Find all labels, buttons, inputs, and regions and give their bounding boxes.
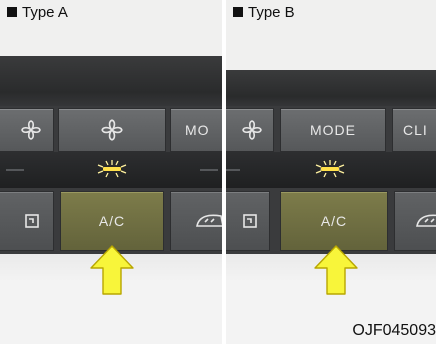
- climate-button-label: CLI: [403, 122, 428, 138]
- type-b-text: Type B: [248, 4, 295, 21]
- recirculation-icon: [239, 210, 261, 232]
- indicator-light-icon: [92, 159, 132, 179]
- recirculation-button-partial[interactable]: [0, 191, 54, 251]
- square-bullet-icon: [233, 7, 243, 17]
- type-b-label: Type B: [233, 4, 295, 21]
- recirculation-button-partial[interactable]: [226, 191, 270, 251]
- recirculation-icon: [21, 210, 43, 232]
- panel-type-a: MO: [0, 0, 222, 344]
- button-row-bottom: A/C: [0, 188, 222, 254]
- button-row-bottom: A/C: [226, 188, 436, 254]
- mode-button-partial[interactable]: MO: [170, 108, 222, 152]
- ac-button-label: A/C: [98, 213, 126, 229]
- fan-icon: [20, 119, 42, 141]
- indicator-strip: [226, 152, 436, 188]
- fan-icon: [100, 118, 124, 142]
- mode-button-label: MO: [185, 122, 210, 138]
- square-bullet-icon: [7, 7, 17, 17]
- type-a-text: Type A: [22, 4, 68, 21]
- indicator-light-icon: [310, 159, 350, 179]
- panel-divider: [222, 0, 226, 344]
- console-top: [226, 70, 436, 108]
- indicator-dash: [200, 169, 218, 171]
- arrow-up-icon: [313, 244, 359, 296]
- arrow-up-icon: [89, 244, 135, 296]
- fan-button-partial[interactable]: [0, 108, 54, 152]
- defrost-icon: [413, 210, 436, 232]
- defrost-icon: [193, 210, 222, 232]
- fan-speed-button[interactable]: [58, 108, 166, 152]
- ac-button[interactable]: A/C: [60, 191, 164, 251]
- button-row-top: MO: [0, 106, 222, 152]
- defrost-button-partial[interactable]: [394, 191, 436, 251]
- indicator-dash: [6, 169, 24, 171]
- fan-icon: [241, 119, 263, 141]
- type-a-label: Type A: [7, 4, 68, 21]
- panel-type-b: MODE CLI: [226, 0, 436, 344]
- mode-button[interactable]: MODE: [280, 108, 386, 152]
- ac-button-label: A/C: [320, 213, 348, 229]
- defrost-button-partial[interactable]: [170, 191, 222, 251]
- console-top: [0, 56, 222, 108]
- ac-button[interactable]: A/C: [280, 191, 388, 251]
- fan-button-partial[interactable]: [226, 108, 274, 152]
- mode-button-label: MODE: [310, 122, 356, 138]
- button-row-top: MODE CLI: [226, 106, 436, 152]
- climate-button-partial[interactable]: CLI: [392, 108, 436, 152]
- indicator-strip: [0, 152, 222, 188]
- figure-code: OJF045093: [352, 322, 436, 339]
- indicator-dash: [226, 169, 240, 171]
